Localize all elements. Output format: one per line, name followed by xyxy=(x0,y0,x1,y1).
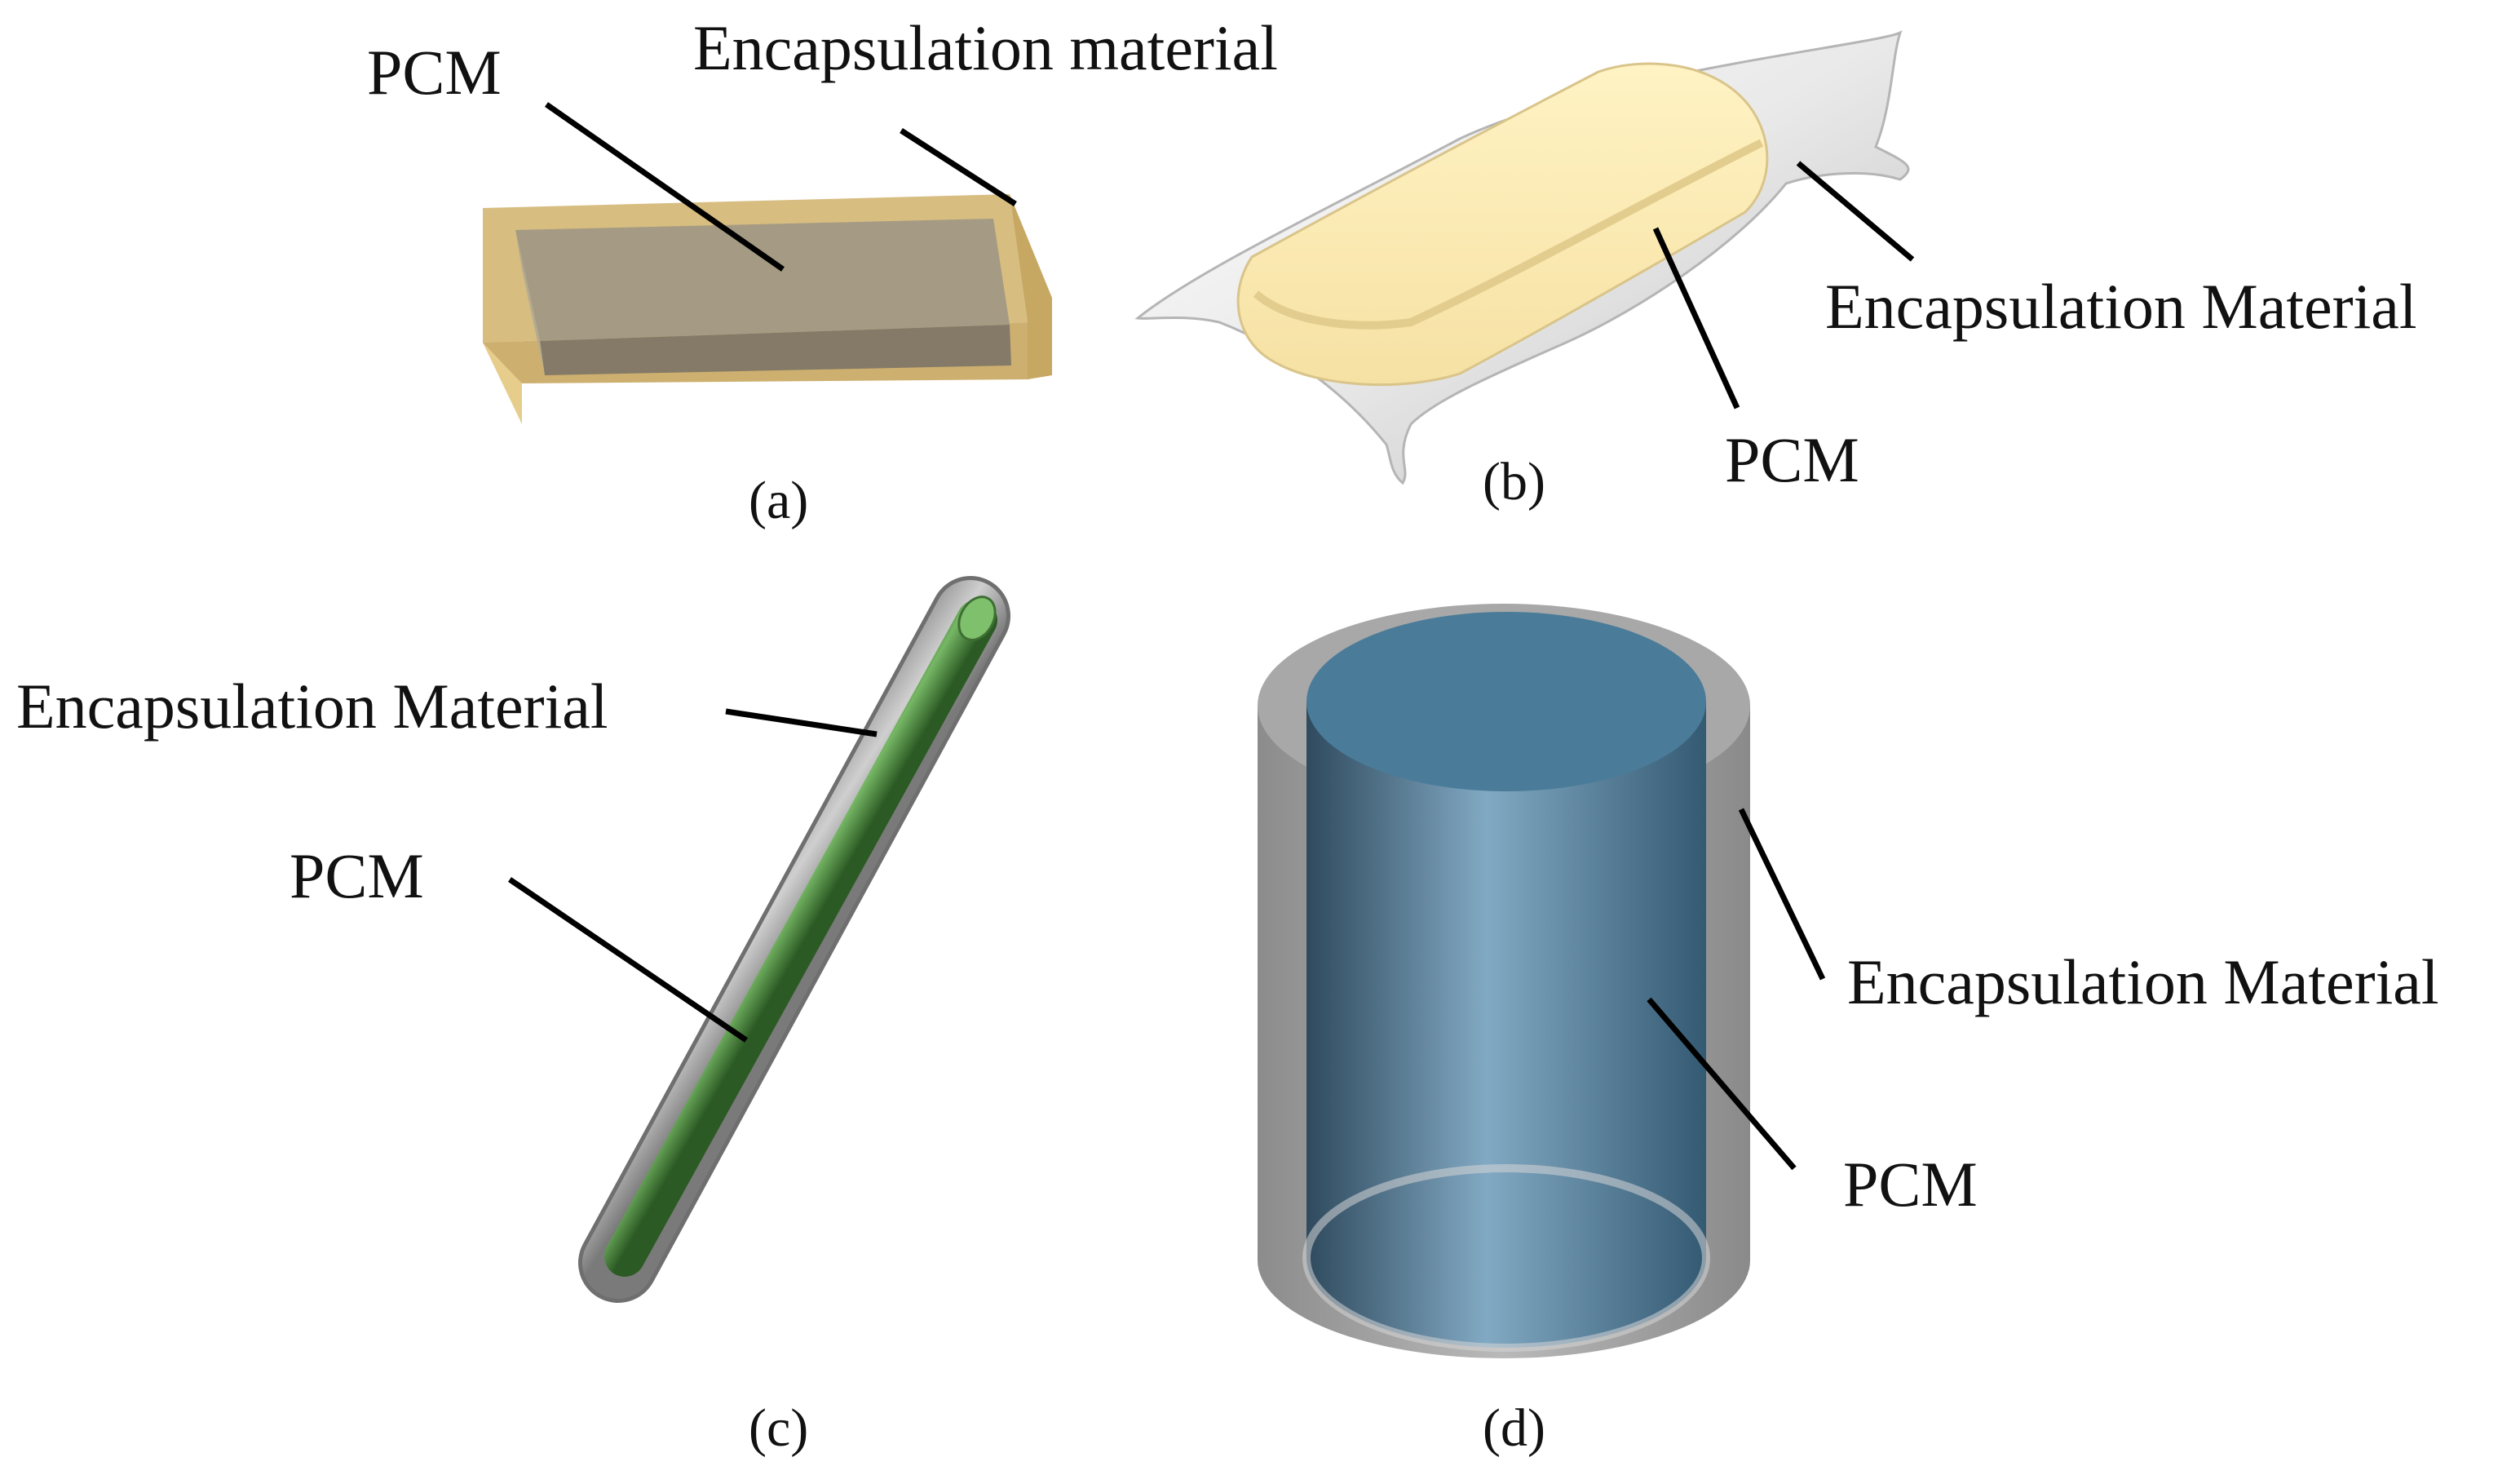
leader-shell-b xyxy=(1796,161,1915,262)
label-shell-b: Encapsulation Material xyxy=(1825,271,2417,342)
label-shell-a: Encapsulation material xyxy=(693,12,1278,83)
caption-c: (c) xyxy=(749,1398,808,1458)
leader-shell-a xyxy=(900,128,1017,206)
pouch-pcm-edge xyxy=(1253,139,1764,330)
panel-d: Encapsulation Material PCM (d) xyxy=(1258,604,2439,1458)
panel-c: Encapsulation Material PCM (c) xyxy=(16,576,1010,1458)
label-pcm-b: PCM xyxy=(1725,424,1859,495)
label-shell-d: Encapsulation Material xyxy=(1847,946,2439,1017)
label-pcm-a: PCM xyxy=(367,37,502,108)
cylinder-pcm-core xyxy=(1302,612,1710,1352)
leader-pcm-d xyxy=(1647,997,1797,1171)
panel-b: Encapsulation Material PCM (b) xyxy=(1134,30,2417,512)
slab-pcm-core xyxy=(515,219,1011,375)
label-pcm-d: PCM xyxy=(1843,1149,1978,1220)
pouch-pcm-core xyxy=(1236,62,1769,387)
label-pcm-c: PCM xyxy=(290,840,424,911)
panel-a: PCM Encapsulation material (a) xyxy=(367,12,1278,530)
tube-pcm-core xyxy=(604,596,997,1277)
leader-pcm-a xyxy=(544,102,785,272)
leader-pcm-b xyxy=(1652,227,1740,410)
label-shell-c: Encapsulation Material xyxy=(16,671,608,742)
caption-a: (a) xyxy=(749,471,808,530)
leader-shell-d xyxy=(1738,808,1826,981)
leader-pcm-c xyxy=(508,877,748,1043)
caption-d: (d) xyxy=(1483,1398,1545,1458)
caption-b: (b) xyxy=(1483,452,1545,512)
leader-shell-c xyxy=(725,708,878,737)
